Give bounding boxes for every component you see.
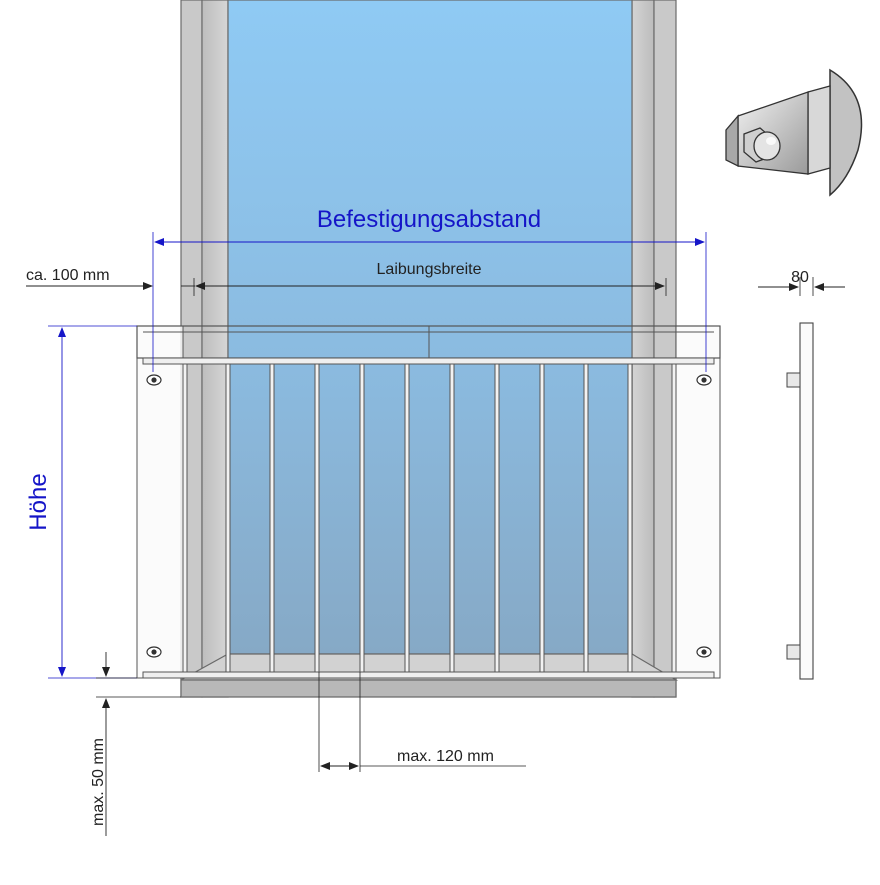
- side-profile-post: [799, 322, 814, 680]
- label-ca-100: ca. 100 mm: [26, 267, 110, 284]
- label-max-50: max. 50 mm: [90, 738, 107, 826]
- label-laibungsbreite: Laibungsbreite: [377, 261, 482, 278]
- window-glass: [227, 0, 633, 655]
- french-balcony-railing: [136, 325, 721, 679]
- label-depth-80: 80: [791, 269, 809, 286]
- dimension-ca-100: ca. 100 mm: [26, 267, 195, 290]
- mounting-holes: [146, 374, 712, 658]
- dimension-hoehe: Höhe: [25, 325, 137, 679]
- label-max-120: max. 120 mm: [397, 748, 494, 765]
- dimension-laibungsbreite: Laibungsbreite: [193, 261, 667, 296]
- label-befestigungsabstand: Befestigungsabstand: [317, 206, 541, 233]
- side-view: 80: [758, 269, 845, 680]
- dimension-max-120: max. 120 mm: [318, 672, 526, 772]
- dimension-max-50: max. 50 mm: [90, 652, 181, 836]
- dimension-befestigungsabstand: Befestigungsabstand: [152, 206, 707, 372]
- label-hoehe: Höhe: [25, 473, 52, 530]
- vertical-bars: [182, 363, 677, 673]
- wall-bracket-with-bolt-icon: [725, 68, 863, 197]
